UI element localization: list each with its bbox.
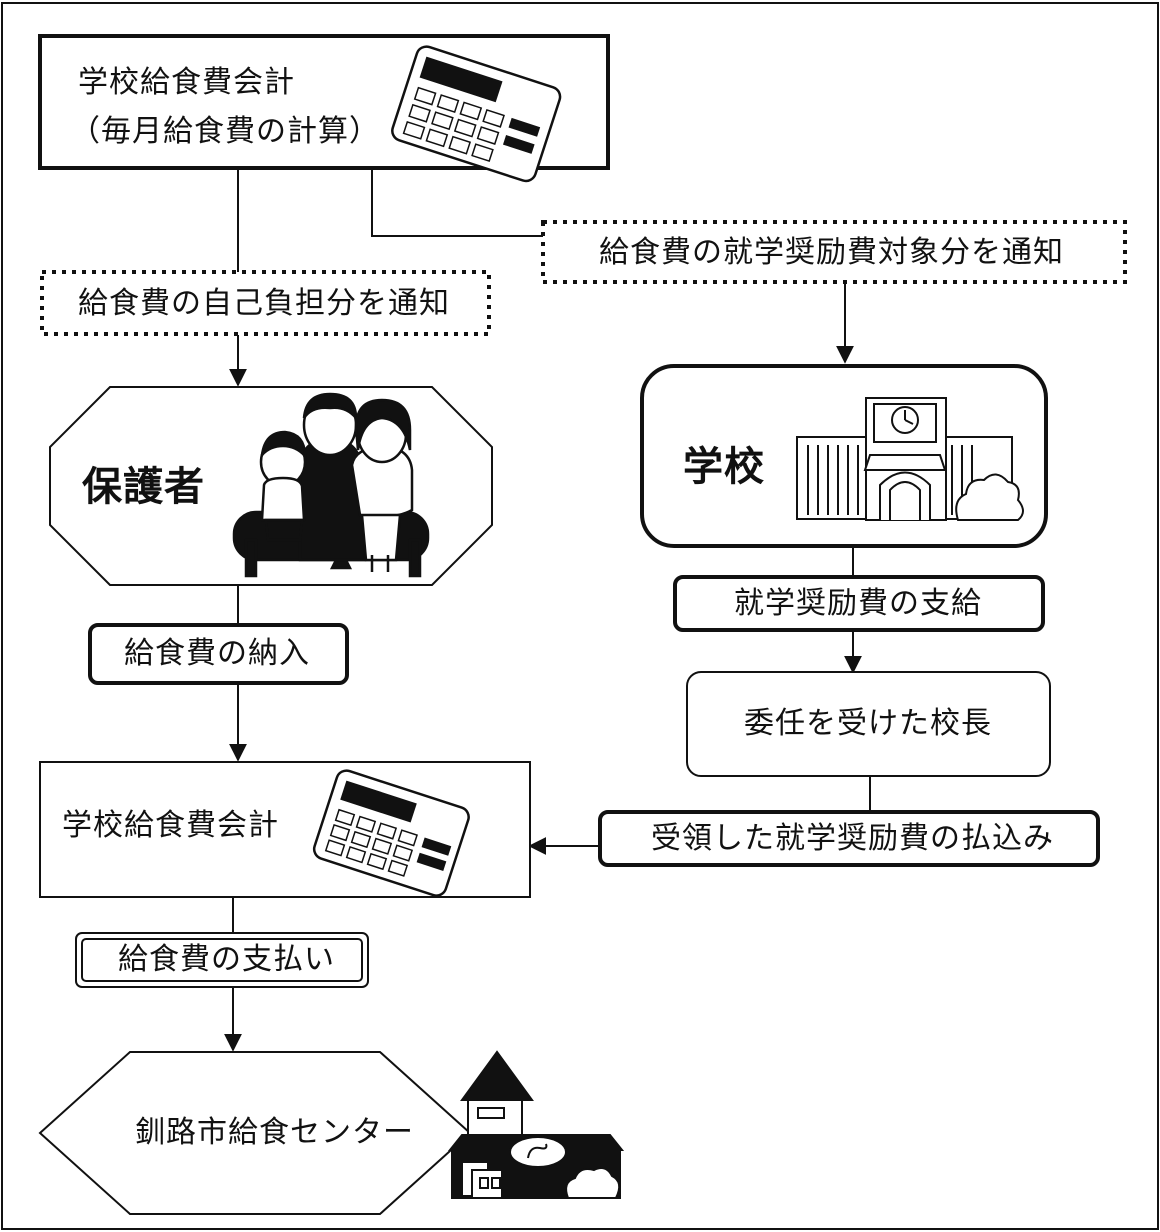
accounting-top-title: 学校給食費会計 (78, 65, 295, 100)
accounting-top-subtitle: （毎月給食費の計算） (70, 114, 380, 149)
principal-label: 委任を受けた校長 (744, 706, 992, 741)
guardian-label: 保護者 (82, 464, 205, 510)
principal-box (686, 671, 1051, 777)
subsidy-payment-box (673, 575, 1045, 632)
notice-subsidy-label: 給食費の就学奨励費対象分を通知 (599, 235, 1064, 270)
school-label: 学校 (683, 444, 765, 490)
family-icon (232, 392, 430, 578)
calculator-icon (391, 45, 562, 183)
transfer-box (598, 810, 1100, 867)
subsidy-payment-label: 就学奨励費の支給 (734, 586, 982, 621)
notice-self-pay-label: 給食費の自己負担分を通知 (78, 286, 450, 321)
center-label: 釧路市給食センター (135, 1115, 414, 1150)
notice-subsidy-box (541, 220, 1127, 284)
payment-in-box (88, 623, 349, 685)
accounting-bottom-title: 学校給食費会計 (62, 808, 279, 843)
calculator-icon (312, 769, 470, 897)
payment-in-label: 給食費の納入 (124, 636, 310, 671)
connectors (224, 168, 871, 1052)
notice-self-pay-box (40, 270, 491, 336)
lunch-center-building-icon (447, 1050, 625, 1199)
school-building-icon (796, 397, 1024, 521)
payment-out-label: 給食費の支払い (118, 942, 335, 977)
transfer-label: 受領した就学奨励費の払込み (651, 821, 1054, 856)
payment-out-box (75, 932, 369, 988)
